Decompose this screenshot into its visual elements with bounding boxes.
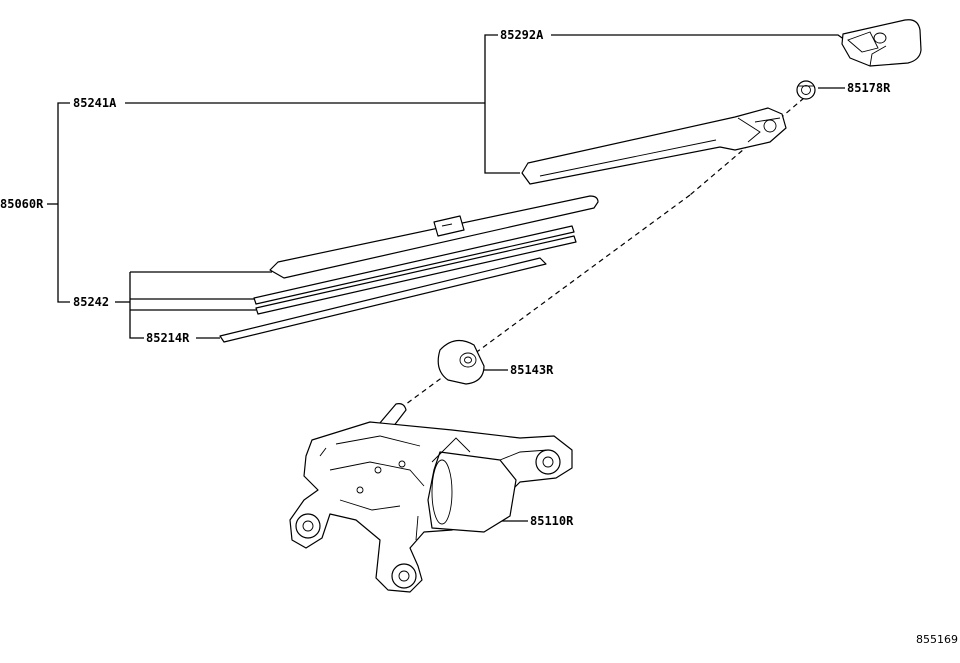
wiper-arm-drawing xyxy=(521,107,787,185)
leader-lines xyxy=(47,34,853,522)
label-arm-cover: 85292A xyxy=(500,28,544,42)
label-rubber: 85214R xyxy=(146,331,190,345)
arm-nut-drawing xyxy=(796,80,816,100)
label-wiper-assembly: 85060R xyxy=(0,197,44,211)
wiper-motor-drawing xyxy=(289,403,573,593)
wiper-blade-drawing xyxy=(253,195,599,315)
label-arm: 85241A xyxy=(73,96,117,110)
label-motor: 85110R xyxy=(530,514,574,528)
wiper-rubber-drawing xyxy=(219,257,547,343)
label-cap: 85143R xyxy=(510,363,554,377)
part-labels: 85292A 85241A 85178R 85060R 85242 85214R… xyxy=(0,28,958,646)
pivot-cap-drawing xyxy=(437,339,485,385)
diagram-reference-number: 855169 xyxy=(916,633,958,646)
arm-cover-drawing xyxy=(841,19,922,67)
label-arm-nut: 85178R xyxy=(847,81,891,95)
label-blade: 85242 xyxy=(73,295,109,309)
